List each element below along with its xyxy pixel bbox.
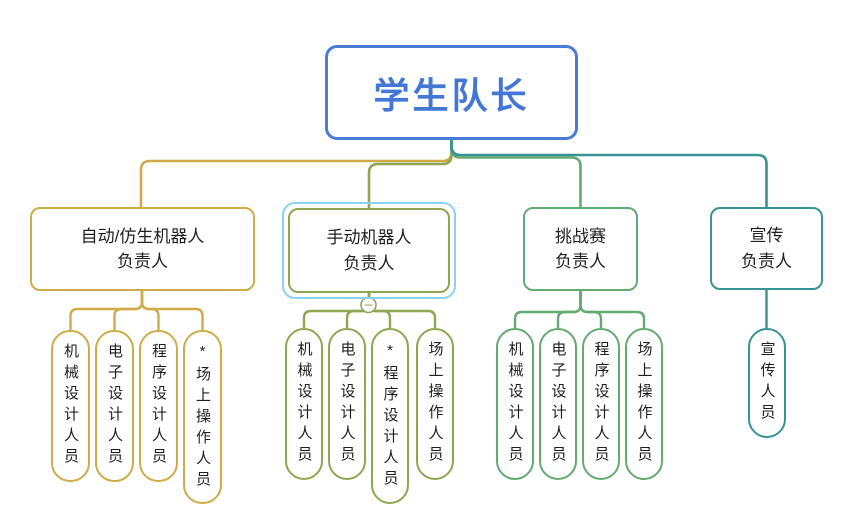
member-label: 场上操作人员 bbox=[426, 341, 444, 467]
node-branch-publicity[interactable]: 宣传 负责人 bbox=[710, 207, 823, 290]
collapse-handle[interactable] bbox=[360, 296, 377, 314]
branch-label-line1: 宣传 bbox=[749, 226, 784, 245]
node-member-publicity-staff[interactable]: 宣传人员 bbox=[748, 328, 786, 438]
node-member-field-operation[interactable]: 场上操作人员 bbox=[625, 328, 663, 480]
branch-label-line2: 负责人 bbox=[117, 252, 168, 271]
member-label: 宣传人员 bbox=[758, 341, 776, 425]
connector-b3-m1 bbox=[513, 291, 582, 328]
branch-label-line1: 手动机器人 bbox=[326, 228, 412, 247]
node-member-field-operation[interactable]: 场上操作人员 bbox=[416, 328, 454, 480]
node-member-mechanical-design[interactable]: 机械设计人员 bbox=[496, 328, 534, 480]
branch-label-line2: 负责人 bbox=[741, 251, 792, 271]
connector-root-branch1 bbox=[139, 140, 453, 207]
member-label: 机械设计人员 bbox=[506, 341, 524, 467]
connector-root-branch2 bbox=[367, 140, 453, 208]
member-label: 程序设计人员 bbox=[592, 341, 610, 467]
member-label: 电子设计人员 bbox=[549, 341, 567, 467]
member-label: *场上操作人员 bbox=[194, 342, 211, 492]
node-member-programming[interactable]: 程序设计人员 bbox=[139, 330, 178, 482]
connector-b1-m2 bbox=[113, 291, 144, 330]
branch-label-line2: 负责人 bbox=[555, 252, 606, 271]
connector-b2-m4 bbox=[367, 293, 437, 328]
node-branch-manual-robot[interactable]: 手动机器人 负责人 bbox=[288, 208, 450, 293]
connector-b3-m2 bbox=[556, 291, 582, 328]
node-member-mechanical-design[interactable]: 机械设计人员 bbox=[285, 328, 323, 480]
connector-b1-m1 bbox=[69, 291, 144, 330]
node-member-field-operation[interactable]: *场上操作人员 bbox=[183, 330, 222, 504]
node-branch-challenge[interactable]: 挑战赛 负责人 bbox=[523, 207, 638, 291]
connector-b1-m3 bbox=[140, 291, 160, 330]
connector-b3-m4 bbox=[579, 291, 646, 328]
connector-root-branch4 bbox=[450, 140, 768, 207]
node-root[interactable]: 学生队长 bbox=[325, 45, 578, 140]
member-label: 机械设计人员 bbox=[295, 341, 313, 467]
node-member-mechanical-design[interactable]: 机械设计人员 bbox=[51, 330, 90, 482]
member-label: 电子设计人员 bbox=[338, 341, 356, 467]
node-member-electronic-design[interactable]: 电子设计人员 bbox=[539, 328, 577, 480]
root-label: 学生队长 bbox=[373, 74, 530, 116]
member-label: 程序设计人员 bbox=[150, 343, 167, 469]
branch-label-line2: 负责人 bbox=[343, 253, 395, 273]
node-branch-auto-bionic-robot[interactable]: 自动/仿生机器人 负责人 bbox=[30, 207, 255, 291]
member-label: 机械设计人员 bbox=[62, 343, 79, 469]
member-label: *程序设计人员 bbox=[381, 341, 399, 491]
connector-root-branch3 bbox=[450, 140, 582, 207]
node-member-electronic-design[interactable]: 电子设计人员 bbox=[328, 328, 366, 480]
connector-b3-m3 bbox=[579, 291, 603, 328]
connector-b1-m4 bbox=[140, 291, 204, 330]
node-member-electronic-design[interactable]: 电子设计人员 bbox=[95, 330, 134, 482]
branch-label-line1: 自动/仿生机器人 bbox=[80, 226, 205, 246]
branch-label-line1: 挑战赛 bbox=[555, 226, 606, 246]
node-member-programming[interactable]: *程序设计人员 bbox=[371, 328, 409, 504]
node-member-programming[interactable]: 程序设计人员 bbox=[582, 328, 620, 480]
member-label: 电子设计人员 bbox=[106, 343, 123, 469]
member-label: 场上操作人员 bbox=[635, 341, 653, 467]
